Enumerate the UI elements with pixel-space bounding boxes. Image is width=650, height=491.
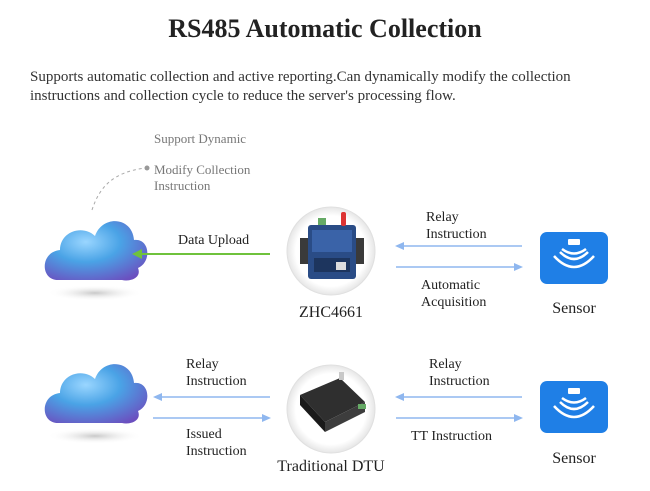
tt-instruction-label: TT Instruction <box>411 429 493 444</box>
relay-instruction-right-line1: Relay <box>429 357 462 372</box>
relay-instruction-top-line2: Instruction <box>426 227 487 242</box>
page-title: RS485 Automatic Collection <box>168 14 482 43</box>
relay-instruction-arrow-right <box>395 393 522 401</box>
data-upload-arrow <box>132 249 270 259</box>
relay-instruction-left-line2: Instruction <box>186 374 247 389</box>
dynamic-note-line1: Support Dynamic <box>154 131 247 146</box>
automatic-acquisition-line2: Acquisition <box>421 295 487 310</box>
traditional-dtu-caption: Traditional DTU <box>277 458 385 475</box>
sensor-icon-bottom <box>540 381 608 433</box>
issued-instruction-line1: Issued <box>186 427 222 442</box>
cloud-icon-top <box>44 221 148 301</box>
issued-instruction-line2: Instruction <box>186 444 247 459</box>
relay-instruction-left-line1: Relay <box>186 357 219 372</box>
data-upload-label: Data Upload <box>178 233 250 248</box>
automatic-acquisition-arrow <box>396 263 523 271</box>
zhc4661-device-icon <box>286 206 376 296</box>
page-description: Supports automatic collection and active… <box>30 69 571 104</box>
dynamic-note-line2: Modify Collection <box>154 162 251 177</box>
relay-instruction-right-line2: Instruction <box>429 374 490 389</box>
automatic-acquisition-line1: Automatic <box>421 278 481 293</box>
sensor-caption-bottom: Sensor <box>552 450 596 467</box>
dynamic-note-line3: Instruction <box>154 178 211 193</box>
relay-instruction-top-line1: Relay <box>426 210 459 225</box>
issued-instruction-arrow <box>153 414 271 422</box>
traditional-dtu-device-icon <box>286 364 376 454</box>
relay-instruction-arrow-top <box>395 242 522 250</box>
tt-instruction-arrow <box>396 414 523 422</box>
relay-instruction-arrow-left <box>153 393 270 401</box>
sensor-caption-top: Sensor <box>552 300 596 317</box>
sensor-icon-top <box>540 232 608 284</box>
zhc4661-caption: ZHC4661 <box>299 304 363 321</box>
cloud-icon-bottom <box>44 364 148 444</box>
